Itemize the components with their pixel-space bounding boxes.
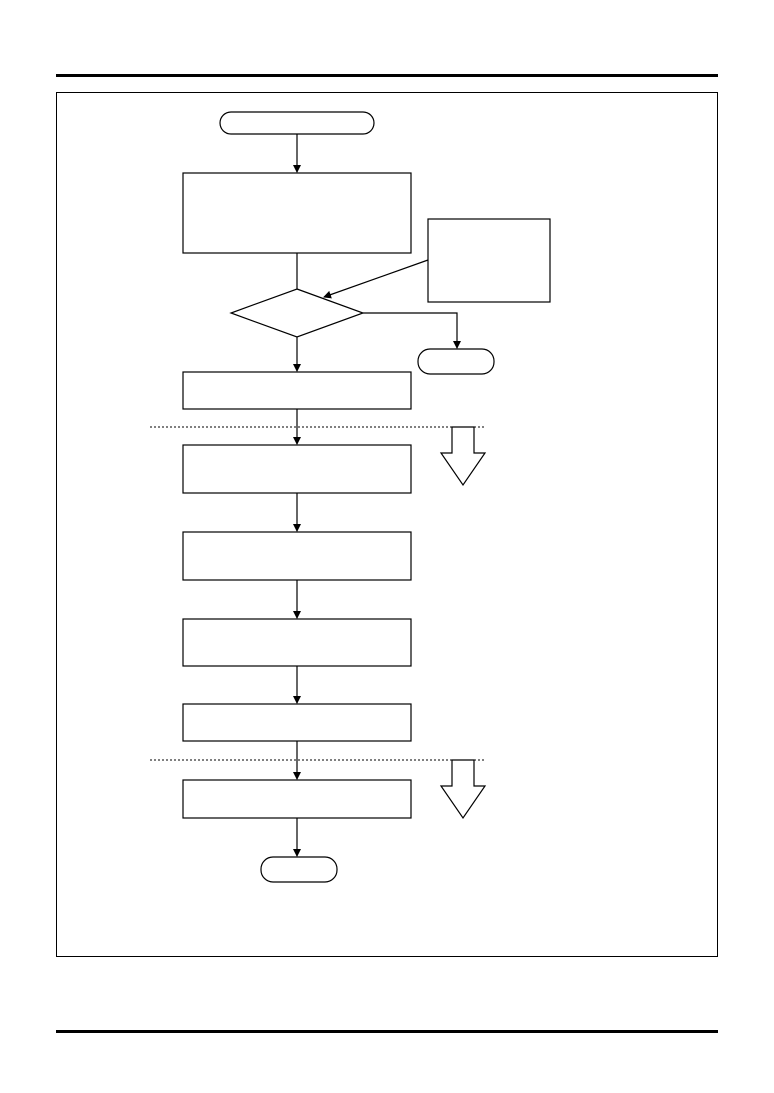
decision-diamond — [229, 288, 365, 338]
step-4-box — [182, 531, 412, 581]
diagram-frame — [56, 92, 718, 957]
step-2-box — [182, 371, 412, 410]
top-rule — [56, 74, 718, 77]
start-terminal — [219, 111, 375, 135]
arrow-note-to-decision — [323, 259, 429, 299]
note-box — [427, 218, 551, 303]
exit-terminal — [417, 348, 495, 375]
end-terminal — [260, 856, 338, 883]
step-3-box — [182, 444, 412, 494]
step-5-box — [182, 618, 412, 667]
arrow-decision-to-exit — [363, 312, 461, 349]
phase-arrow-1-icon — [439, 426, 487, 487]
step-6-box — [182, 703, 412, 742]
bottom-rule — [56, 1030, 718, 1033]
phase-arrow-2-icon — [439, 759, 487, 820]
step-1-box — [182, 172, 412, 254]
step-7-box — [182, 779, 412, 819]
